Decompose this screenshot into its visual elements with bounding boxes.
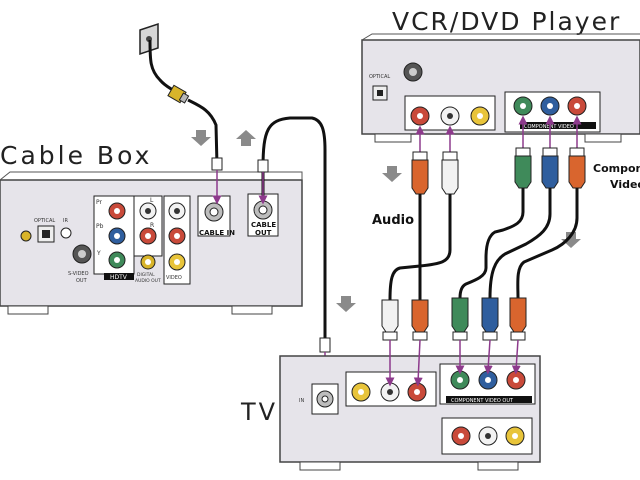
cable-video-label: VIDEO (166, 275, 182, 281)
component-cables (451, 147, 586, 341)
cable-svideo-out-label: OUT (76, 278, 88, 284)
cable-box-title: Cable Box (0, 141, 152, 170)
cable-hdtv-label: HDTV (110, 274, 128, 281)
cable-in-label: CABLE IN (199, 229, 235, 237)
component-video-label-1: Compon (593, 162, 640, 175)
vcr-optical-label: OPTICAL (369, 74, 390, 80)
cable-out-label-1: CABLE (251, 221, 276, 229)
vcr-component-bar-label: COMPONENT VIDEO (524, 124, 574, 130)
vcr-foot-right (584, 133, 622, 143)
cable-svideo-label: S-VIDEO (68, 271, 89, 277)
cable-out-label-2: OUT (255, 229, 272, 237)
cable-l-label: L (150, 197, 154, 204)
flow-arrow-icon (191, 130, 581, 312)
tv-foot-right (477, 461, 519, 471)
cable-pr-label: Pr (96, 199, 103, 206)
tv-in-label: IN (299, 398, 304, 404)
tv: IN COMPONENT VIDEO OUT (279, 339, 541, 471)
audio-cables (381, 151, 459, 341)
wall-outlet (139, 22, 219, 166)
cable-ir-label: IR (63, 218, 68, 224)
cable-r-label: R (150, 222, 154, 229)
cable-digital-label: DIGITAL (137, 272, 155, 278)
cable-optical-label: OPTICAL (34, 218, 55, 224)
cable-y-label: Y (96, 250, 101, 257)
tv-component-bar-label: COMPONENT VIDEO OUT (451, 398, 514, 404)
vcr-dvd-player: OPTICAL COMPONENT VIDEO (361, 33, 640, 152)
tv-title: TV (240, 398, 278, 426)
vcr-foot-left (374, 133, 412, 143)
audio-label: Audio (372, 213, 414, 228)
cable-box-foot-left (7, 305, 49, 315)
cable-box-foot-right (231, 305, 273, 315)
vcr-dvd-title: VCR/DVD Player (392, 7, 621, 36)
cable-audio-out-label: AUDIO OUT (135, 278, 161, 284)
tv-foot-left (299, 461, 341, 471)
coax-plug-icon (167, 84, 190, 104)
cable-pb-label: Pb (96, 223, 104, 230)
component-video-label-2: Video (610, 178, 640, 191)
cable-box: OPTICAL IR S-VIDEO OUT Pr Pb Y HDTV L R … (0, 171, 303, 315)
